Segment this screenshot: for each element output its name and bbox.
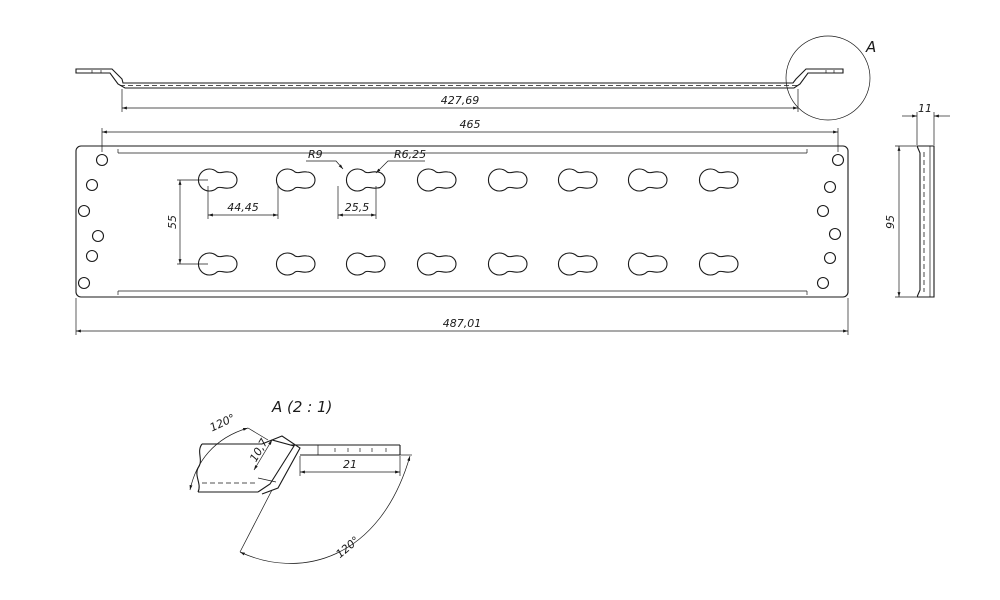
detail-title: A (2 : 1) — [271, 398, 332, 416]
dim-overall-length-label: 487,01 — [443, 317, 482, 330]
angle-top-label: 120° — [208, 411, 238, 434]
keyhole-slot — [345, 168, 386, 192]
keyhole-slot — [487, 168, 528, 192]
keyhole-slot — [345, 252, 386, 276]
keyhole-slots — [197, 168, 739, 276]
panel-outline — [75, 145, 849, 298]
detail-callout-circle — [785, 35, 871, 121]
keyhole-slot — [698, 168, 739, 192]
top-view: 427,69 A — [75, 35, 876, 121]
keyhole-slot — [627, 252, 668, 276]
radius-leader-small — [375, 160, 425, 174]
keyhole-slot — [487, 252, 528, 276]
dim-height-label: 95 — [884, 215, 897, 229]
radius-leader-large — [306, 160, 344, 170]
keyhole-slot — [197, 168, 238, 192]
dim-row-spacing-label: 55 — [166, 215, 179, 229]
keyhole-slot — [275, 252, 316, 276]
keyhole-slot — [557, 252, 598, 276]
dim-keyhole-width-label: 25,5 — [345, 201, 370, 214]
side-profile — [916, 145, 935, 298]
keyhole-slot — [557, 168, 598, 192]
radius-small-label: R6,25 — [394, 148, 426, 161]
keyhole-slot — [416, 252, 457, 276]
mounting-holes-left — [77, 153, 109, 290]
keyhole-slot — [197, 252, 238, 276]
angle-arc-bottom — [239, 455, 411, 564]
dim-detail-length-label: 21 — [343, 458, 357, 471]
front-view: 465 — [75, 118, 849, 335]
keyhole-slot — [627, 168, 668, 192]
angle-arc-top — [189, 427, 249, 491]
top-profile-outer — [75, 68, 844, 89]
detail-view-a: A (2 : 1) 21 10,7 120° — [189, 398, 412, 564]
dim-hole-span-label: 465 — [460, 118, 481, 131]
dim-detail-offset-label: 10,7 — [247, 436, 271, 464]
keyhole-slot — [698, 252, 739, 276]
mounting-holes-right — [816, 153, 845, 290]
detail-callout-label: A — [865, 38, 876, 56]
dim-hole-pitch-label: 44,45 — [227, 201, 259, 214]
dim-inner-length-label: 427,69 — [441, 94, 480, 107]
keyhole-slot — [416, 168, 457, 192]
radius-large-label: R9 — [308, 148, 323, 161]
dim-thickness-label: 11 — [918, 102, 932, 115]
keyhole-slot — [275, 168, 316, 192]
angle-bottom-label: 120° — [333, 534, 362, 561]
side-view: 95 11 — [884, 102, 950, 298]
